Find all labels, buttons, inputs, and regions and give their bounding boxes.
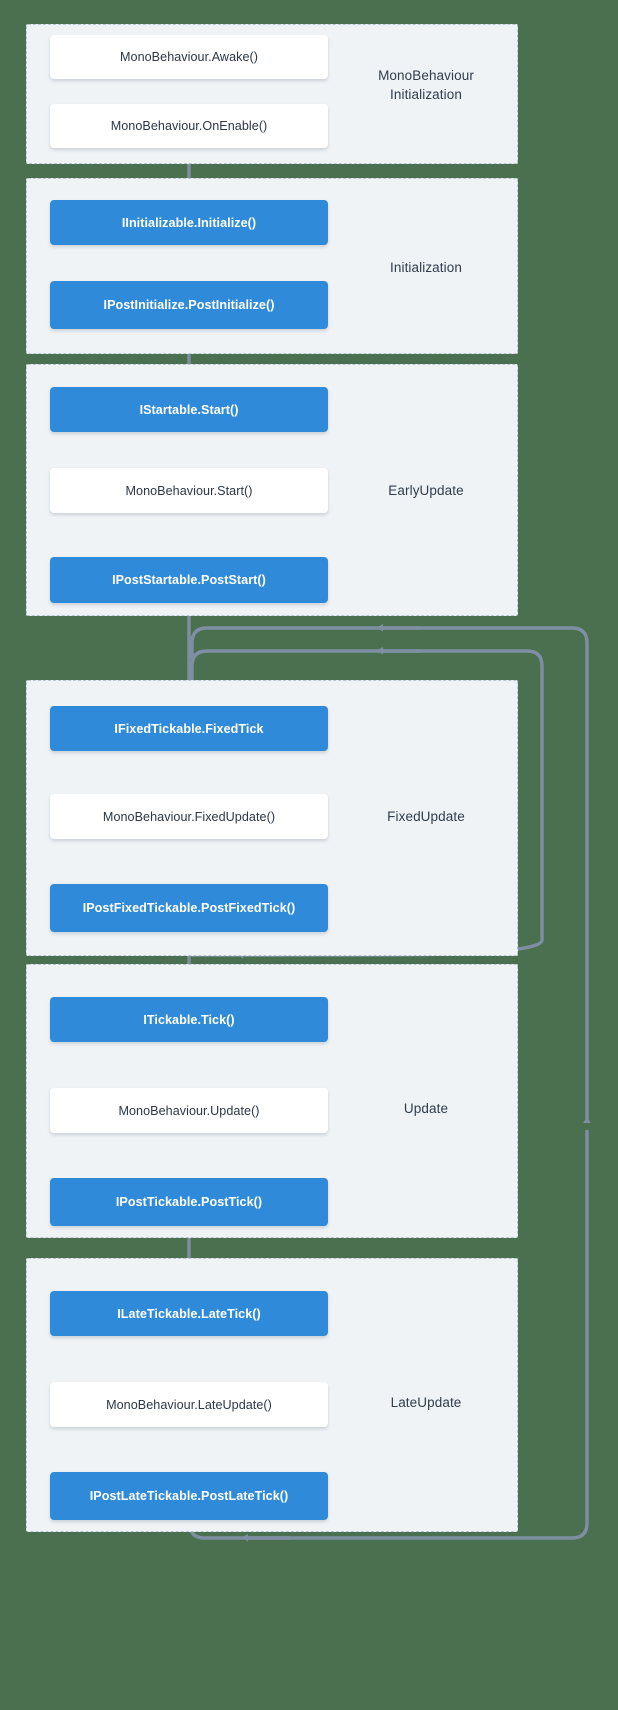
- node-mb-update[interactable]: MonoBehaviour.Update(): [50, 1088, 328, 1133]
- node-mb-awake[interactable]: MonoBehaviour.Awake(): [50, 35, 328, 79]
- node-itickable-tick[interactable]: ITickable.Tick(): [50, 997, 328, 1042]
- node-ifixedtickable-fixedtick[interactable]: IFixedTickable.FixedTick: [50, 706, 328, 751]
- node-ipoststartable-poststart[interactable]: IPostStartable.PostStart(): [50, 557, 328, 603]
- node-mb-onenable[interactable]: MonoBehaviour.OnEnable(): [50, 104, 328, 148]
- node-ilatetickable-latetick[interactable]: ILateTickable.LateTick(): [50, 1291, 328, 1336]
- node-mb-fixedupdate[interactable]: MonoBehaviour.FixedUpdate(): [50, 794, 328, 839]
- node-mb-lateupdate[interactable]: MonoBehaviour.LateUpdate(): [50, 1382, 328, 1427]
- phase-label-lateupdate: LateUpdate: [390, 1395, 462, 1410]
- node-ipostinitialize-postinitialize[interactable]: IPostInitialize.PostInitialize(): [50, 281, 328, 329]
- phase-label-earlyupdate: EarlyUpdate: [388, 483, 464, 498]
- node-ipostfixedtickable-postfixedtick[interactable]: IPostFixedTickable.PostFixedTick(): [50, 884, 328, 932]
- node-iposttickable-posttick[interactable]: IPostTickable.PostTick(): [50, 1178, 328, 1226]
- node-iinitializable-initialize[interactable]: IInitializable.Initialize(): [50, 200, 328, 245]
- phase-label-initialization: Initialization: [390, 260, 462, 275]
- phase-label-fixedupdate: FixedUpdate: [387, 809, 465, 824]
- phase-label-monobehaviour-initialization: MonoBehaviour Initialization: [378, 68, 474, 102]
- node-istartable-start[interactable]: IStartable.Start(): [50, 387, 328, 432]
- phase-label-update: Update: [403, 1101, 449, 1116]
- node-mb-start[interactable]: MonoBehaviour.Start(): [50, 468, 328, 513]
- node-ipostlatetickable-postlatetick[interactable]: IPostLateTickable.PostLateTick(): [50, 1472, 328, 1520]
